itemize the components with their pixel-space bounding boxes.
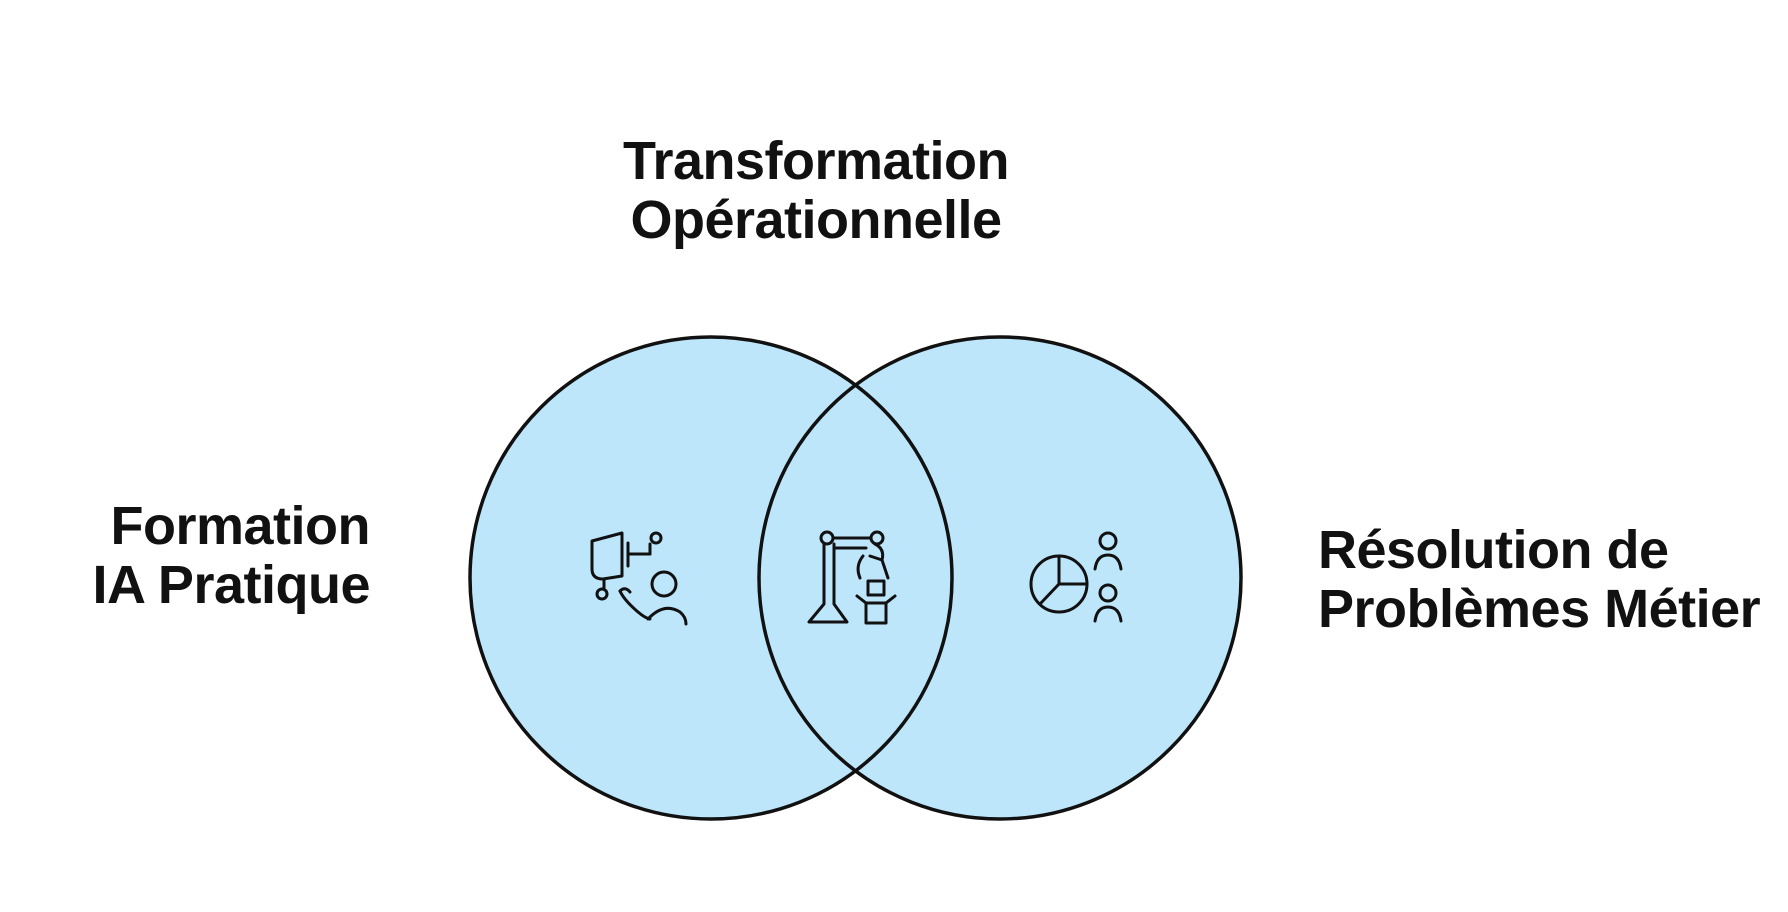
right-circle-outline bbox=[757, 335, 1243, 821]
pie-chart-team-icon bbox=[1029, 531, 1123, 623]
label-top-line-2: Opérationnelle bbox=[630, 190, 1002, 250]
robotic-arm-icon bbox=[807, 530, 897, 625]
label-left: Formation IA Pratique bbox=[60, 497, 370, 615]
label-right: Résolution de Problèmes Métier bbox=[1318, 521, 1778, 639]
left-circle-outline bbox=[468, 335, 954, 821]
label-right-line-1: Résolution de bbox=[1318, 520, 1669, 580]
right-circle bbox=[759, 337, 1241, 819]
label-right-line-2: Problèmes Métier bbox=[1318, 579, 1761, 639]
label-left-line-1: Formation bbox=[110, 496, 371, 556]
label-top-line-1: Transformation bbox=[622, 131, 1010, 191]
ai-training-presenter-icon bbox=[590, 531, 688, 626]
label-top: Transformation Opérationnelle bbox=[588, 132, 1044, 250]
label-left-line-2: IA Pratique bbox=[92, 555, 370, 615]
